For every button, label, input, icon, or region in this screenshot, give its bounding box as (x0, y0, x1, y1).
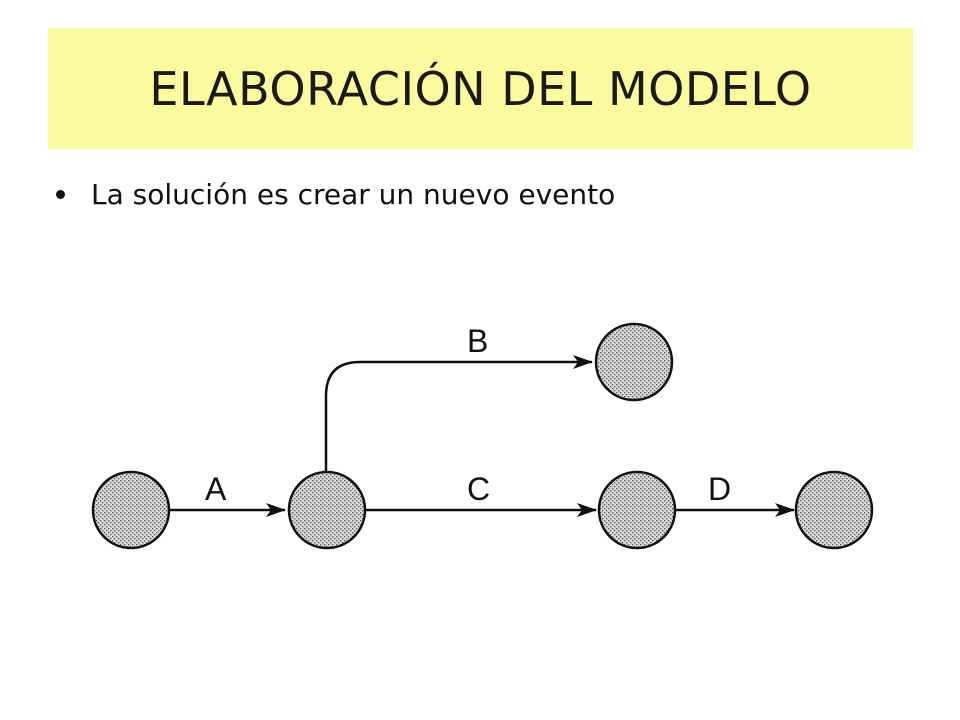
edge-label-d: D (708, 471, 731, 507)
bullet-text: La solución es crear un nuevo evento (91, 178, 616, 211)
nodes-group (91, 322, 874, 550)
node-3 (594, 322, 674, 402)
edge-label-b: B (467, 323, 488, 359)
edge-labels-group: A B C D (205, 323, 731, 507)
bullet-item: La solución es crear un nuevo evento (56, 178, 615, 211)
edge-label-a: A (205, 471, 227, 507)
edge-b (324, 355, 593, 472)
slide-title: ELABORACIÓN DEL MODELO (149, 61, 812, 116)
title-banner: ELABORACIÓN DEL MODELO (48, 28, 913, 149)
node-5 (794, 470, 874, 550)
edge-label-c: C (467, 471, 490, 507)
node-4 (597, 470, 677, 550)
node-1 (91, 470, 171, 550)
bullet-dot-icon (56, 190, 65, 199)
node-2 (287, 470, 367, 550)
edges-group (168, 355, 795, 517)
